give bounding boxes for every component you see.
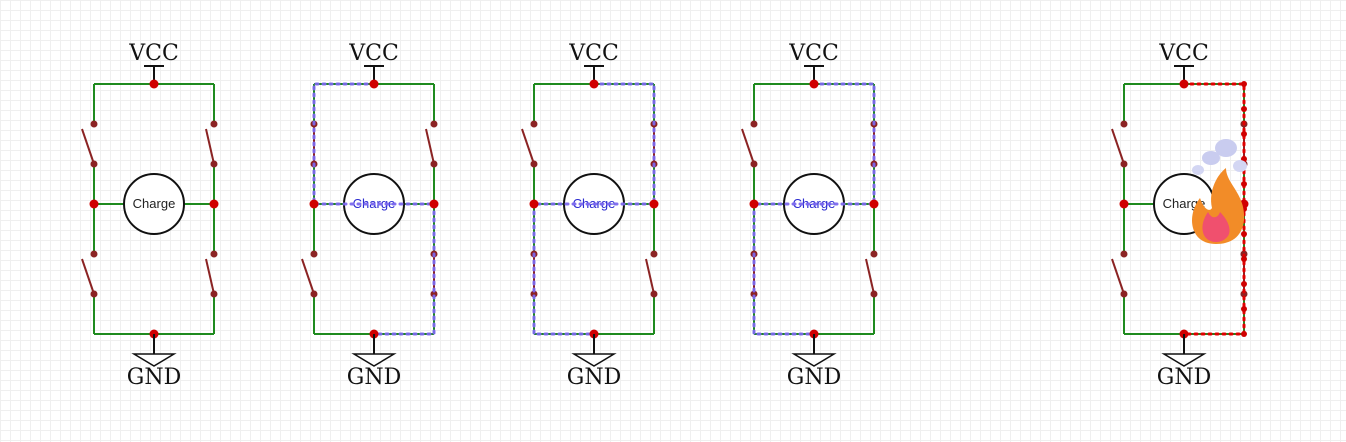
- switch-top-left-terminal-top: [1120, 120, 1128, 128]
- junction-3: [869, 199, 879, 209]
- vcc-label: VCC: [788, 41, 839, 66]
- gnd-symbol: [571, 353, 617, 367]
- switch-bottom-left: [81, 250, 98, 298]
- switch-bottom-left: [1111, 250, 1128, 298]
- short-node: [1241, 131, 1247, 137]
- switch-bottom-right-blade: [205, 258, 215, 295]
- switch-bottom-right: [205, 250, 218, 298]
- switch-top-left-terminal-top: [530, 120, 538, 128]
- switch-bottom-right-terminal-top: [870, 250, 878, 258]
- switch-bottom-left-terminal-top: [90, 250, 98, 258]
- switch-bottom-left: [301, 250, 318, 298]
- junction-2: [1119, 199, 1129, 209]
- gnd-symbol: [351, 353, 397, 367]
- current-path: [532, 82, 656, 336]
- current-path: [752, 82, 876, 336]
- vcc-label: VCC: [1158, 41, 1209, 66]
- smoke-puff: [1233, 160, 1247, 172]
- switch-bottom-right-blade: [865, 258, 875, 295]
- vcc-label: VCC: [348, 41, 399, 66]
- smoke-puff: [1192, 165, 1204, 175]
- gnd-label: GND: [787, 365, 841, 390]
- switch-bottom-left-blade: [1111, 258, 1125, 295]
- switch-top-left-blade: [521, 128, 535, 165]
- short-node: [1241, 306, 1247, 312]
- switch-top-left-blade: [81, 128, 95, 165]
- junction-1: [149, 79, 159, 89]
- switch-bottom-right-blade: [645, 258, 655, 295]
- switch-top-left: [81, 120, 98, 168]
- switch-bottom-right-terminal-top: [210, 250, 218, 258]
- switch-bottom-left-blade: [81, 258, 95, 295]
- junction-1: [589, 79, 599, 89]
- switch-top-left-terminal-top: [750, 120, 758, 128]
- switch-top-left-blade: [1111, 128, 1125, 165]
- smoke-puff: [1215, 139, 1237, 157]
- load-circle: [123, 173, 185, 235]
- vcc-label: VCC: [128, 41, 179, 66]
- switch-bottom-right-terminal-top: [650, 250, 658, 258]
- gnd-symbol: [131, 353, 177, 367]
- junction-1: [369, 79, 379, 89]
- switch-top-left: [1111, 120, 1128, 168]
- switch-top-left: [521, 120, 538, 168]
- gnd-symbol: [1161, 353, 1207, 367]
- junction-2: [309, 199, 319, 209]
- junction-2: [89, 199, 99, 209]
- switch-top-left: [741, 120, 758, 168]
- short-node: [1241, 106, 1247, 112]
- vcc-label: VCC: [568, 41, 619, 66]
- short-node: [1241, 281, 1247, 287]
- short-node: [1241, 231, 1247, 237]
- short-node: [1241, 256, 1247, 262]
- switch-bottom-left-terminal-top: [310, 250, 318, 258]
- junction-3: [209, 199, 219, 209]
- switch-bottom-left-blade: [301, 258, 315, 295]
- switch-top-right: [425, 120, 438, 168]
- switch-top-left-terminal-top: [90, 120, 98, 128]
- switch-top-right-blade: [205, 128, 215, 165]
- junction-1: [1179, 79, 1189, 89]
- switch-top-left-blade: [741, 128, 755, 165]
- switch-top-right-terminal-top: [430, 120, 438, 128]
- load-label: Charge: [1163, 196, 1206, 211]
- junction-1: [809, 79, 819, 89]
- short-node: [1241, 181, 1247, 187]
- switch-bottom-right: [645, 250, 658, 298]
- gnd-label: GND: [1157, 365, 1211, 390]
- switch-top-right: [205, 120, 218, 168]
- switch-bottom-right: [865, 250, 878, 298]
- gnd-symbol: [791, 353, 837, 367]
- fire-icon: [1192, 139, 1247, 244]
- gnd-label: GND: [127, 365, 181, 390]
- smoke-puff: [1202, 151, 1220, 165]
- switch-top-right-terminal-top: [210, 120, 218, 128]
- current-path: [312, 82, 436, 336]
- switch-top-right-blade: [425, 128, 435, 165]
- flame-inner: [1202, 212, 1230, 242]
- switch-bottom-left-terminal-top: [1120, 250, 1128, 258]
- junction-3: [429, 199, 439, 209]
- short-node: [1241, 331, 1247, 337]
- gnd-label: GND: [567, 365, 621, 390]
- gnd-label: GND: [347, 365, 401, 390]
- short-node: [1241, 81, 1247, 87]
- junction-2: [749, 199, 759, 209]
- junction-2: [529, 199, 539, 209]
- load-label: Charge: [133, 196, 176, 211]
- junction-3: [649, 199, 659, 209]
